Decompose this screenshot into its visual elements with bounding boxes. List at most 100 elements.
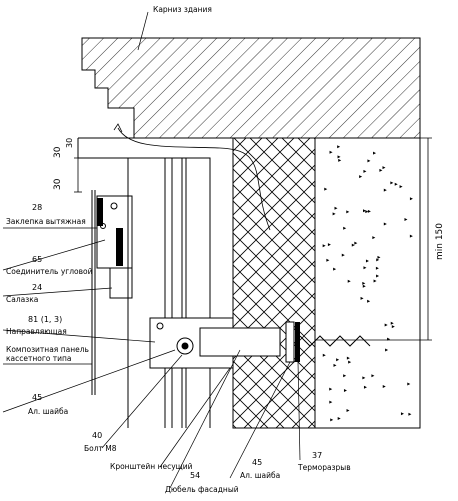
aggregate-dot — [343, 374, 347, 378]
aggregate-dot — [337, 145, 341, 149]
aggregate-dot — [371, 374, 375, 378]
leaders — [2, 11, 301, 489]
aggregate-dot — [399, 185, 403, 189]
aggregate-dot — [333, 363, 337, 367]
insulation-block — [232, 137, 316, 429]
callout-37-text: Терморазрыв — [297, 463, 351, 472]
callout-45-left-text: Ал. шайба — [28, 407, 68, 416]
callout-40-num: 40 — [92, 431, 102, 440]
aggregate-dot — [363, 266, 367, 270]
rivet-head-2 — [100, 223, 106, 229]
aggregate-dot — [322, 244, 326, 248]
callout-65-num: 65 — [32, 255, 42, 264]
dim-30-bottom: 30 — [53, 178, 63, 190]
callout-81-num: 81 (1, 3) — [28, 315, 62, 324]
callout-28-num: 28 — [32, 203, 42, 212]
callout-panel-line1: Композитная панель — [6, 345, 89, 354]
aggregate-dot — [407, 382, 411, 386]
aggregate-dot — [367, 159, 371, 163]
aggregate-dot — [385, 348, 389, 352]
aggregate-dot — [359, 175, 363, 179]
aggregate-dot — [373, 151, 377, 155]
aggregate-dot — [348, 360, 352, 364]
callout-37-num: 37 — [312, 451, 322, 460]
aggregate-dot — [333, 267, 337, 271]
dim-30-top: 30 — [53, 146, 63, 158]
aggregate-dot — [346, 210, 350, 214]
aggregate-dot — [329, 150, 333, 154]
aggregate-dot — [363, 169, 367, 173]
arrow-head — [113, 123, 123, 133]
aggregate-dot — [400, 412, 404, 416]
aggregate-dot — [362, 281, 366, 285]
aggregate-dot — [365, 259, 369, 263]
callout-65-text: Соединитель угловой — [6, 267, 93, 276]
callout-81-text: Направляющая — [6, 327, 67, 336]
callout-45-right-text: Ал. шайба — [240, 471, 280, 480]
aggregate-dot — [329, 387, 333, 391]
aggregate-dot — [382, 385, 386, 389]
aggregate-dot — [346, 356, 350, 360]
cornice-label: Карниз здания — [153, 5, 212, 14]
aggregate-dot — [326, 258, 330, 262]
callout-24-num: 24 — [32, 283, 42, 292]
callout-45-left-num: 45 — [32, 393, 42, 402]
aggregate-dot — [324, 187, 328, 191]
airflow-arrow — [117, 127, 271, 231]
facade-cap — [77, 137, 233, 428]
aggregate-dot — [408, 412, 412, 416]
aggregate-dot — [382, 166, 386, 170]
aggregate-dot — [329, 400, 333, 404]
aggregate-dot — [383, 222, 387, 226]
aggregate-dot — [334, 206, 338, 210]
callout-45-right-num: 45 — [252, 458, 262, 467]
aggregate-dot — [365, 210, 369, 214]
aggregate-dot — [338, 158, 342, 162]
aggregate-dot — [332, 212, 336, 216]
thermal-break — [295, 322, 300, 362]
callout-bracket-text: Кронштейн несущий — [110, 462, 193, 471]
aggregate-dot — [383, 188, 387, 192]
callout-28-text: Заклепка вытяжная — [6, 217, 86, 226]
aggregate-dot — [367, 209, 371, 213]
bolt-m8 — [176, 337, 194, 355]
aggregate-dot — [409, 197, 413, 201]
dimension-lines — [74, 137, 432, 341]
aggregate-dot — [391, 325, 395, 329]
bracket-screw — [156, 322, 164, 330]
aggregate-dot — [377, 255, 381, 259]
aggregate-dot — [362, 284, 366, 288]
aggregate-dot — [337, 417, 341, 421]
guide-rails — [91, 158, 187, 428]
aggregate-dot — [372, 236, 376, 240]
callout-54-num: 54 — [190, 471, 200, 480]
aggregate-dot — [351, 243, 355, 247]
concrete-aggregate — [322, 145, 413, 422]
aggregate-dot — [367, 299, 371, 303]
bolt-core — [181, 342, 189, 350]
rivet-head — [110, 202, 118, 210]
aggregate-dot — [376, 274, 380, 278]
aggregate-dot — [354, 241, 358, 245]
dim-min150: min 150 — [435, 223, 445, 260]
callout-24-text: Салазка — [6, 295, 38, 304]
washer — [285, 321, 295, 363]
callout-panel-line2: кассетного типа — [6, 354, 72, 363]
rivet-block — [97, 198, 103, 226]
aggregate-dot — [384, 323, 388, 327]
dim-top-tick: 30 — [65, 138, 74, 148]
concrete-wall — [314, 137, 421, 429]
aggregate-dot — [337, 155, 341, 159]
aggregate-dot — [341, 253, 345, 257]
dowel-thread — [299, 335, 371, 347]
callout-54-text: Дюбель фасадный — [165, 485, 239, 494]
dowel-body — [199, 327, 281, 357]
aggregate-dot — [336, 358, 340, 362]
aggregate-dot — [390, 181, 394, 185]
cornice-slab — [81, 37, 421, 139]
aggregate-dot — [327, 243, 331, 247]
aggregate-dot — [409, 234, 413, 238]
aggregate-dot — [343, 389, 347, 393]
